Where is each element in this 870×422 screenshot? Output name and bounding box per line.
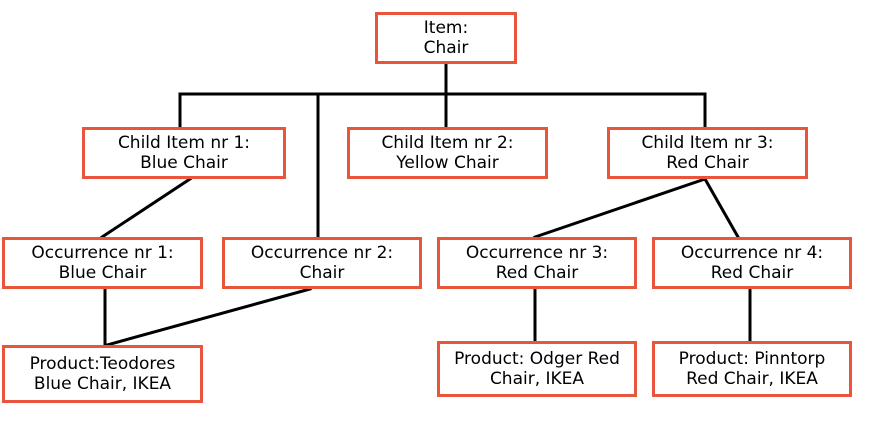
node-prod1-line2: Blue Chair, IKEA [33, 374, 172, 394]
node-occ3-line1: Occurrence nr 3: [465, 242, 609, 263]
node-occ2-line1: Occurrence nr 2: [250, 242, 394, 263]
node-child2-line2: Yellow Chair [396, 153, 499, 173]
node-child2-line1: Child Item nr 2: [381, 132, 514, 153]
node-occ2-line2: Chair [299, 263, 345, 283]
node-child2[interactable]: Child Item nr 2:Yellow Chair [347, 127, 548, 179]
node-child1-line2: Blue Chair [140, 153, 228, 173]
node-prod1-line1: Product:Teodores [29, 353, 176, 374]
edge-child3-to-occ4 [702, 176, 741, 240]
node-prod3-line1: Product: Pinntorp [678, 348, 826, 369]
node-prod3-line2: Red Chair, IKEA [686, 369, 818, 389]
node-occ4-line1: Occurrence nr 4: [680, 242, 824, 263]
node-root-line2: Chair [423, 38, 469, 58]
node-child3-line2: Red Chair [666, 153, 749, 173]
node-root-line1: Item: [423, 17, 469, 38]
node-occ4-line2: Red Chair [710, 263, 794, 283]
node-occ1[interactable]: Occurrence nr 1:Blue Chair [2, 237, 203, 289]
node-prod2-line2: Chair, IKEA [489, 369, 585, 389]
node-prod2-line1: Product: Odger Red [454, 348, 620, 369]
node-occ1-line2: Blue Chair [58, 263, 147, 283]
node-child1-line1: Child Item nr 1: [117, 132, 251, 153]
edge-occ2-to-prod1 [105, 287, 312, 347]
node-occ1-line1: Occurrence nr 1: [31, 242, 174, 263]
edge-child1-to-occ1 [99, 176, 193, 240]
node-occ3[interactable]: Occurrence nr 3:Red Chair [437, 237, 637, 289]
node-occ2[interactable]: Occurrence nr 2:Chair [222, 237, 422, 289]
edge-child3-to-occ3 [533, 177, 707, 239]
node-root[interactable]: Item:Chair [375, 12, 517, 64]
node-child3[interactable]: Child Item nr 3:Red Chair [607, 127, 808, 179]
node-occ3-line2: Red Chair [495, 263, 579, 283]
node-occ4[interactable]: Occurrence nr 4:Red Chair [652, 237, 852, 289]
node-child1[interactable]: Child Item nr 1:Blue Chair [82, 127, 286, 179]
node-child3-line1: Child Item nr 3: [641, 132, 774, 153]
